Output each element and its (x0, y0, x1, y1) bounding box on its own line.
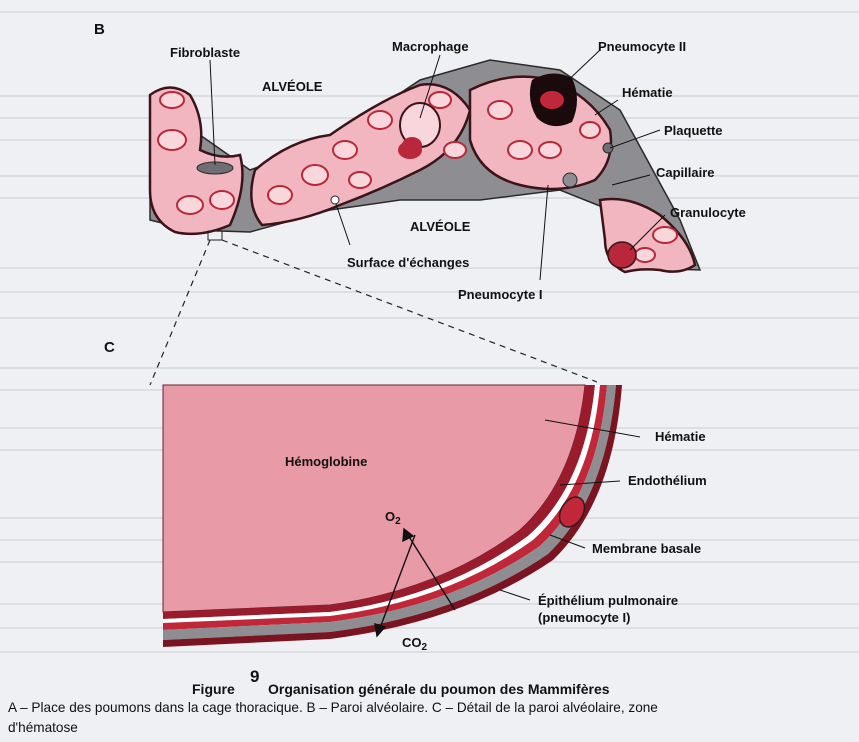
label-plaquette: Plaquette (664, 124, 723, 137)
label-pneumocyte-ii: Pneumocyte II (598, 40, 686, 53)
plaquette-cell (603, 143, 613, 153)
panel-b-diagram (150, 50, 700, 280)
pneumocyte-ii-nucleus (540, 91, 564, 109)
caption-title: Organisation générale du poumon des Mamm… (268, 682, 610, 696)
label-o2: O2 (385, 510, 401, 527)
label-macrophage: Macrophage (392, 40, 469, 53)
label-membrane-basale: Membrane basale (592, 542, 701, 555)
caption-figure-number: 9 (250, 668, 259, 685)
caption-line-1: A – Place des poumons dans la cage thora… (8, 701, 658, 715)
hematie-dark-cell (398, 141, 422, 159)
panel-label-b: B (94, 22, 105, 37)
o2-subscript: 2 (395, 516, 401, 527)
label-hemoglobine: Hémoglobine (285, 455, 367, 468)
granulocyte-cell (608, 242, 636, 268)
label-hematie-c: Hématie (655, 430, 706, 443)
label-alveole-top: ALVÉOLE (262, 80, 322, 93)
label-fibroblaste: Fibroblaste (170, 46, 240, 59)
caption-line-2: d'hématose (8, 721, 78, 735)
panel-label-c: C (104, 340, 115, 355)
label-epithelium-line2: (pneumocyte I) (538, 611, 630, 624)
label-endothelium: Endothélium (628, 474, 707, 487)
co2-base: CO (402, 635, 422, 650)
label-co2: CO2 (402, 636, 427, 653)
label-pneumocyte-i: Pneumocyte I (458, 288, 543, 301)
label-hematie-b: Hématie (622, 86, 673, 99)
plaquette-cell-2 (563, 173, 577, 187)
label-alveole-bottom: ALVÉOLE (410, 220, 470, 233)
label-capillaire: Capillaire (656, 166, 715, 179)
o2-base: O (385, 509, 395, 524)
label-epithelium-line1: Épithélium pulmonaire (538, 594, 678, 607)
caption-figure-word: Figure (192, 682, 235, 696)
surface-echanges-marker (331, 196, 339, 204)
label-surface-echanges: Surface d'échanges (347, 256, 469, 269)
co2-subscript: 2 (422, 642, 428, 653)
label-granulocyte: Granulocyte (670, 206, 746, 219)
